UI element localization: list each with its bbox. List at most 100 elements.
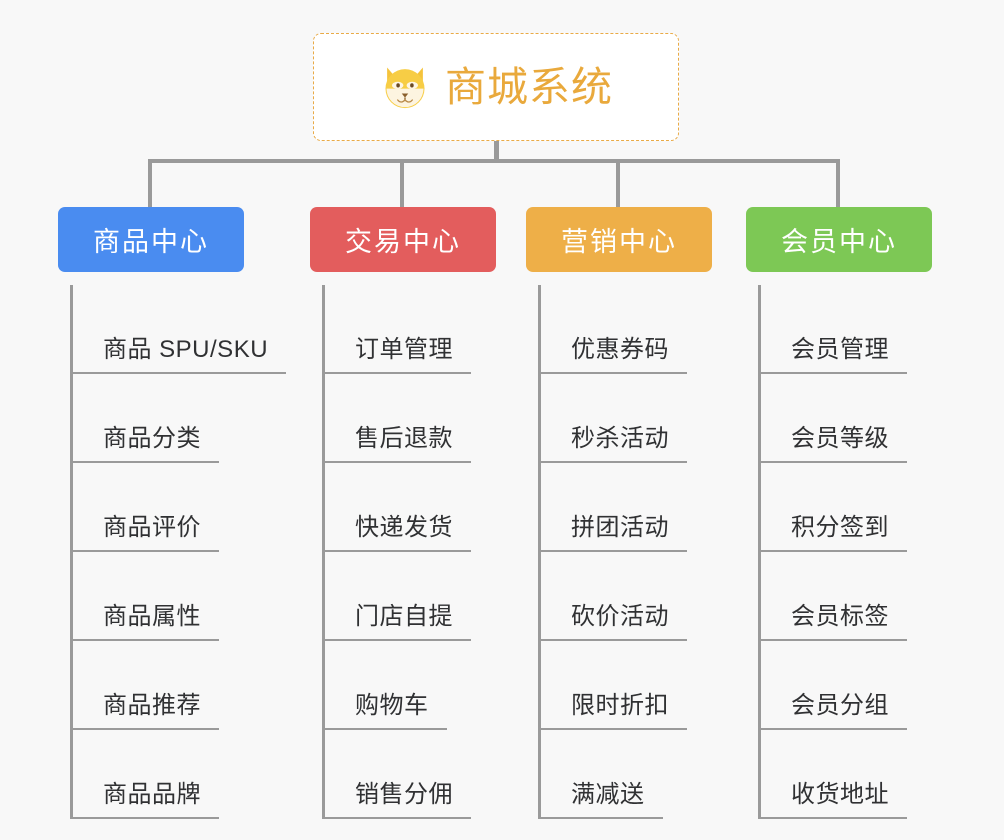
leaf-underline: 售后退款 — [322, 425, 471, 463]
leaf-underline: 商品属性 — [70, 603, 219, 641]
leaf-label: 会员标签 — [791, 603, 889, 631]
leaf-underline: 满减送 — [538, 781, 663, 819]
category-column-marketing: 营销中心 优惠券码 秒杀活动 拼团活动 砍价活动 限时折扣 满减送 — [526, 207, 712, 819]
leaf-label: 商品属性 — [103, 603, 201, 631]
category-header-label: 商品中心 — [93, 227, 209, 257]
list-item[interactable]: 订单管理 — [310, 285, 496, 374]
leaf-label: 销售分佣 — [355, 781, 453, 809]
leaf-label: 快递发货 — [355, 514, 453, 542]
trunk-line-member — [758, 285, 761, 819]
list-item[interactable]: 商品分类 — [58, 374, 244, 463]
leaf-label: 限时折扣 — [571, 692, 669, 720]
category-column-product: 商品中心 商品 SPU/SKU 商品分类 商品评价 商品属性 商品推荐 商品品牌 — [58, 207, 287, 819]
list-item[interactable]: 会员等级 — [746, 374, 932, 463]
list-item[interactable]: 砍价活动 — [526, 552, 712, 641]
list-item[interactable]: 商品品牌 — [58, 730, 244, 819]
leaf-underline: 会员分组 — [758, 692, 907, 730]
leaf-label: 秒杀活动 — [571, 425, 669, 453]
root-title: 商城系统 — [445, 63, 613, 110]
list-item[interactable]: 限时折扣 — [526, 641, 712, 730]
list-item[interactable]: 商品 SPU/SKU — [58, 285, 287, 374]
leaf-underline: 秒杀活动 — [538, 425, 687, 463]
list-item[interactable]: 优惠券码 — [526, 285, 712, 374]
leaf-label: 会员分组 — [791, 692, 889, 720]
leaf-label: 门店自提 — [355, 603, 453, 631]
leaf-label: 商品评价 — [103, 514, 201, 542]
leaf-label: 商品推荐 — [103, 692, 201, 720]
leaf-underline: 购物车 — [322, 692, 447, 730]
list-item[interactable]: 快递发货 — [310, 463, 496, 552]
category-header-trade[interactable]: 交易中心 — [310, 207, 496, 272]
leaf-label: 购物车 — [355, 692, 429, 720]
trunk-line-marketing — [538, 285, 541, 819]
leaf-underline: 快递发货 — [322, 514, 471, 552]
leaf-group-trade: 订单管理 售后退款 快递发货 门店自提 购物车 销售分佣 — [310, 285, 496, 819]
leaf-underline: 会员等级 — [758, 425, 907, 463]
list-item[interactable]: 收货地址 — [746, 730, 932, 819]
list-item[interactable]: 满减送 — [526, 730, 712, 819]
leaf-underline: 优惠券码 — [538, 336, 687, 374]
connector-drop-4 — [836, 159, 840, 207]
list-item[interactable]: 拼团活动 — [526, 463, 712, 552]
list-item[interactable]: 购物车 — [310, 641, 496, 730]
leaf-underline: 销售分佣 — [322, 781, 471, 819]
category-header-label: 交易中心 — [345, 227, 461, 257]
leaf-list-trade: 订单管理 售后退款 快递发货 门店自提 购物车 销售分佣 — [310, 285, 496, 819]
leaf-underline: 砍价活动 — [538, 603, 687, 641]
list-item[interactable]: 门店自提 — [310, 552, 496, 641]
leaf-label: 商品品牌 — [103, 781, 201, 809]
leaf-underline: 会员标签 — [758, 603, 907, 641]
leaf-underline: 商品 SPU/SKU — [70, 336, 287, 374]
leaf-underline: 商品推荐 — [70, 692, 219, 730]
leaf-underline: 限时折扣 — [538, 692, 687, 730]
trunk-line-product — [70, 285, 73, 819]
list-item[interactable]: 秒杀活动 — [526, 374, 712, 463]
leaf-group-member: 会员管理 会员等级 积分签到 会员标签 会员分组 收货地址 — [746, 285, 932, 819]
category-header-label: 会员中心 — [781, 227, 897, 257]
dog-face-icon — [385, 67, 425, 110]
leaf-label: 商品 SPU/SKU — [103, 336, 269, 364]
leaf-underline: 拼团活动 — [538, 514, 687, 552]
leaf-underline: 商品评价 — [70, 514, 219, 552]
leaf-label: 满减送 — [571, 781, 645, 809]
category-header-marketing[interactable]: 营销中心 — [526, 207, 712, 272]
leaf-label: 收货地址 — [791, 781, 889, 809]
leaf-underline: 订单管理 — [322, 336, 471, 374]
category-header-product[interactable]: 商品中心 — [58, 207, 244, 272]
leaf-label: 优惠券码 — [571, 336, 669, 364]
leaf-underline: 积分签到 — [758, 514, 907, 552]
leaf-label: 拼团活动 — [571, 514, 669, 542]
leaf-list-marketing: 优惠券码 秒杀活动 拼团活动 砍价活动 限时折扣 满减送 — [526, 285, 712, 819]
list-item[interactable]: 销售分佣 — [310, 730, 496, 819]
leaf-list-member: 会员管理 会员等级 积分签到 会员标签 会员分组 收货地址 — [746, 285, 932, 819]
leaf-underline: 会员管理 — [758, 336, 907, 374]
list-item[interactable]: 积分签到 — [746, 463, 932, 552]
connector-drop-3 — [616, 159, 620, 207]
leaf-underline: 收货地址 — [758, 781, 907, 819]
leaf-label: 订单管理 — [355, 336, 453, 364]
category-header-member[interactable]: 会员中心 — [746, 207, 932, 272]
connector-drop-2 — [400, 159, 404, 207]
category-column-trade: 交易中心 订单管理 售后退款 快递发货 门店自提 购物车 销售分佣 — [310, 207, 496, 819]
list-item[interactable]: 商品推荐 — [58, 641, 244, 730]
root-node[interactable]: 商城系统 — [313, 33, 679, 141]
list-item[interactable]: 商品评价 — [58, 463, 244, 552]
leaf-label: 会员等级 — [791, 425, 889, 453]
leaf-group-product: 商品 SPU/SKU 商品分类 商品评价 商品属性 商品推荐 商品品牌 — [58, 285, 287, 819]
leaf-label: 售后退款 — [355, 425, 453, 453]
leaf-underline: 门店自提 — [322, 603, 471, 641]
leaf-label: 商品分类 — [103, 425, 201, 453]
leaf-group-marketing: 优惠券码 秒杀活动 拼团活动 砍价活动 限时折扣 满减送 — [526, 285, 712, 819]
connector-horizontal-bus — [148, 159, 840, 163]
leaf-label: 砍价活动 — [571, 603, 669, 631]
leaf-underline: 商品品牌 — [70, 781, 219, 819]
connector-root-stem — [494, 141, 499, 163]
list-item[interactable]: 商品属性 — [58, 552, 244, 641]
list-item[interactable]: 会员分组 — [746, 641, 932, 730]
list-item[interactable]: 售后退款 — [310, 374, 496, 463]
list-item[interactable]: 会员管理 — [746, 285, 932, 374]
category-column-member: 会员中心 会员管理 会员等级 积分签到 会员标签 会员分组 收货地址 — [746, 207, 932, 819]
leaf-label: 会员管理 — [791, 336, 889, 364]
list-item[interactable]: 会员标签 — [746, 552, 932, 641]
